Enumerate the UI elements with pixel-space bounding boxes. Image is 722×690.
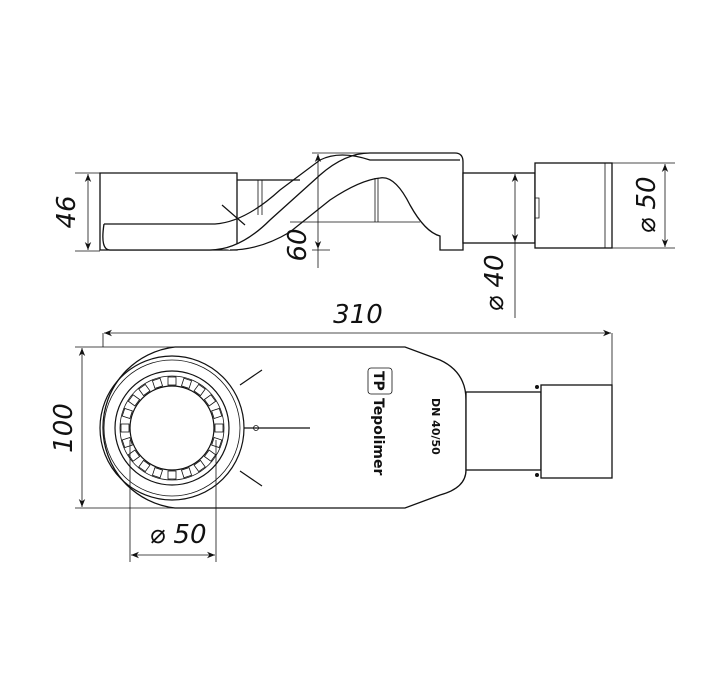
grate-tooth bbox=[211, 407, 223, 420]
grate-tooth bbox=[121, 436, 133, 449]
grate-tooth bbox=[127, 449, 141, 462]
model-label: DN 40/50 bbox=[429, 398, 442, 455]
grate-tooth bbox=[167, 376, 177, 386]
grate-tooth bbox=[180, 467, 193, 479]
top-coupling bbox=[540, 384, 613, 479]
top-view: TP Tepolimer DN 40/50 310 100 ⌀ 50 bbox=[49, 300, 613, 562]
dim-50-side-label: ⌀ 50 bbox=[632, 176, 662, 233]
svg-text:Tepolimer: Tepolimer bbox=[370, 398, 386, 476]
dim-310-label: 310 bbox=[333, 300, 383, 330]
grate-tooth bbox=[193, 459, 206, 473]
side-pipe bbox=[462, 172, 536, 244]
grate-tooth bbox=[151, 377, 164, 389]
grate-tooth bbox=[127, 394, 141, 407]
side-coupling bbox=[534, 162, 613, 249]
brand-logo: TP Tepolimer bbox=[367, 367, 393, 476]
grate-tooth bbox=[120, 423, 130, 433]
top-pipe bbox=[465, 391, 542, 471]
grate-tooth bbox=[193, 383, 206, 397]
dim-40-label: ⌀ 40 bbox=[480, 254, 510, 311]
grate-tooth bbox=[211, 436, 223, 449]
grate-tooth bbox=[214, 423, 224, 433]
grate-tooth bbox=[138, 459, 151, 473]
grate-tooth bbox=[151, 467, 164, 479]
dim-100-label: 100 bbox=[49, 403, 79, 453]
dim-50-bottom-label: ⌀ 50 bbox=[149, 520, 206, 550]
grate-tooth bbox=[203, 449, 217, 462]
svg-text:TP: TP bbox=[370, 371, 386, 391]
grate-tooth bbox=[121, 407, 133, 420]
side-view: 46 60 ⌀ 40 ⌀ 50 bbox=[52, 152, 675, 318]
grate-tooth bbox=[167, 470, 177, 480]
grate-tooth bbox=[180, 377, 193, 389]
dim-60-label: 60 bbox=[283, 228, 313, 261]
grate-tooth bbox=[138, 383, 151, 397]
grate-tooth bbox=[203, 394, 217, 407]
grate-teeth bbox=[120, 376, 224, 480]
dim-46-label: 46 bbox=[52, 195, 82, 228]
